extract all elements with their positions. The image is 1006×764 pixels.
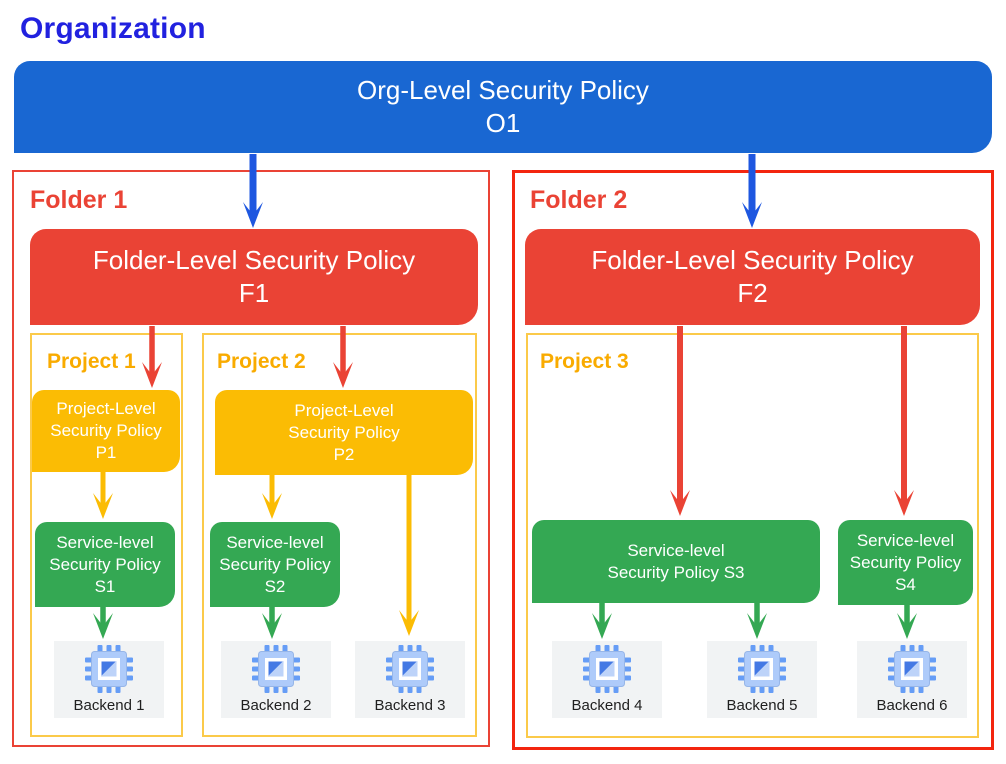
s1-line3: S1 xyxy=(94,576,116,596)
service-policy-s3-box: Service-level Security Policy S3 xyxy=(532,520,820,603)
project-policy-p2-box: Project-Level Security Policy P2 xyxy=(215,390,473,475)
folder-1-label: Folder 1 xyxy=(30,186,128,214)
project-1-label: Project 1 xyxy=(47,350,136,373)
f2-line2: F2 xyxy=(737,278,768,308)
org-policy-line2: O1 xyxy=(485,108,521,138)
project-2-label: Project 2 xyxy=(217,350,306,373)
compute-chip-icon xyxy=(738,645,786,693)
backend-1-tile: Backend 1 xyxy=(54,641,164,718)
s4-line2: Security Policy xyxy=(849,552,962,572)
p1-line1: Project-Level xyxy=(56,399,156,418)
backend-4-icon-slot xyxy=(582,644,632,694)
s2-line3: S2 xyxy=(264,576,286,596)
p2-line1: Project-Level xyxy=(294,400,394,420)
project-1-frame xyxy=(30,333,183,737)
s1-line1: Service-level xyxy=(56,532,154,552)
s3-line1: Service-level xyxy=(627,540,725,560)
backend-3-label: Backend 3 xyxy=(374,697,446,714)
s3-line2: Security Policy S3 xyxy=(607,562,745,582)
p2-line2: Security Policy xyxy=(288,422,400,442)
f2-line1: Folder-Level Security Policy xyxy=(591,245,914,275)
service-policy-s1-box: Service-level Security Policy S1 xyxy=(35,522,175,607)
backend-6-tile: Backend 6 xyxy=(857,641,967,718)
backend-1-icon-slot xyxy=(84,644,134,694)
project-3-label: Project 3 xyxy=(540,350,629,373)
project-2-frame xyxy=(202,333,477,737)
backend-6-label: Backend 6 xyxy=(876,697,948,714)
folder-policy-f1-box: Folder-Level Security Policy F1 xyxy=(30,229,478,325)
backend-2-label: Backend 2 xyxy=(240,697,312,714)
compute-chip-icon xyxy=(888,645,936,693)
backend-2-icon-slot xyxy=(251,644,301,694)
backend-5-label: Backend 5 xyxy=(726,697,798,714)
compute-chip-icon xyxy=(583,645,631,693)
org-policy-line1: Org-Level Security Policy xyxy=(357,75,649,105)
f1-line1: Folder-Level Security Policy xyxy=(92,245,416,275)
backend-1-label: Backend 1 xyxy=(73,697,145,714)
backend-4-label: Backend 4 xyxy=(571,697,643,714)
backend-5-icon-slot xyxy=(737,644,787,694)
organization-title: Organization xyxy=(20,12,206,45)
f1-line2: F1 xyxy=(238,278,270,308)
service-policy-s4-box: Service-level Security Policy S4 xyxy=(838,520,973,605)
s4-line3: S4 xyxy=(895,574,916,594)
p1-line3: P1 xyxy=(95,443,117,462)
folder-2-label: Folder 2 xyxy=(530,186,628,214)
compute-chip-icon xyxy=(252,645,300,693)
backend-3-tile: Backend 3 xyxy=(355,641,465,718)
compute-chip-icon xyxy=(85,645,133,693)
backend-5-tile: Backend 5 xyxy=(707,641,817,718)
service-policy-s2-box: Service-level Security Policy S2 xyxy=(210,522,340,607)
backend-4-tile: Backend 4 xyxy=(552,641,662,718)
backend-2-tile: Backend 2 xyxy=(221,641,331,718)
s4-line1: Service-level xyxy=(856,530,955,550)
project-policy-p1-box: Project-Level Security Policy P1 xyxy=(32,390,180,472)
compute-chip-icon xyxy=(386,645,434,693)
backend-6-icon-slot xyxy=(887,644,937,694)
s1-line2: Security Policy xyxy=(49,554,161,574)
s2-line1: Service-level xyxy=(226,532,324,552)
folder-policy-f2-box: Folder-Level Security Policy F2 xyxy=(525,229,980,325)
p1-line2: Security Policy xyxy=(50,421,162,440)
p2-line3: P2 xyxy=(333,444,355,464)
project-3-frame xyxy=(526,333,979,738)
org-policy-box: Org-Level Security Policy O1 xyxy=(14,61,992,153)
backend-3-icon-slot xyxy=(385,644,435,694)
s2-line2: Security Policy xyxy=(219,554,331,574)
